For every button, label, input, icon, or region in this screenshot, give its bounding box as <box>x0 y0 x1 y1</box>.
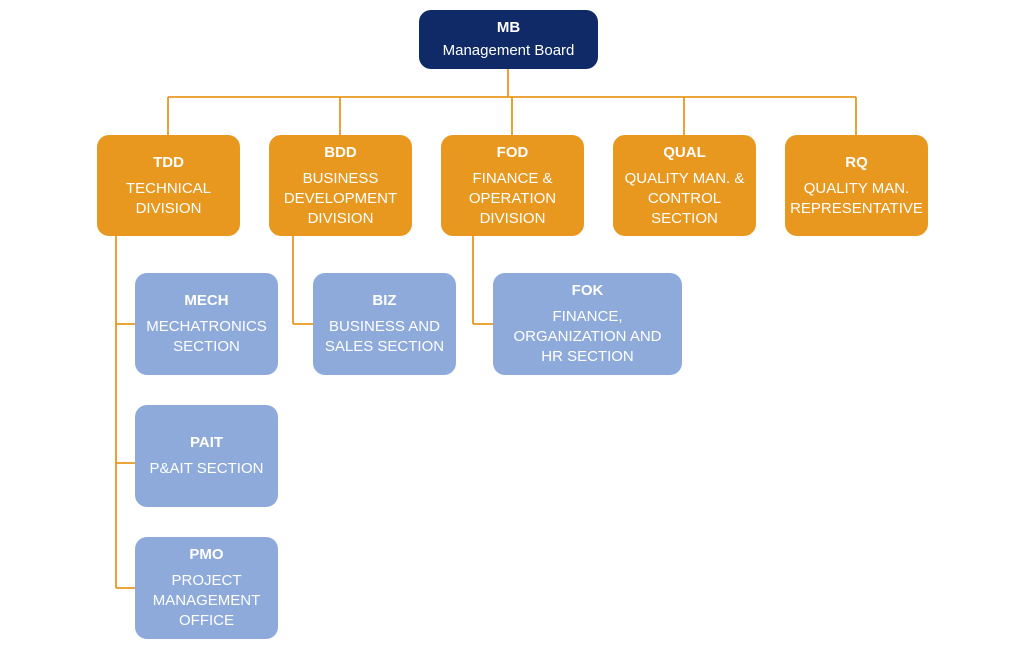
node-name: PROJECT MANAGEMENT OFFICE <box>152 572 261 629</box>
node-name: MECHATRONICS SECTION <box>146 318 267 355</box>
node-name: FINANCE & OPERATION DIVISION <box>468 169 557 227</box>
node-code: TDD <box>153 153 184 171</box>
node-mb: MB Management Board <box>419 10 598 69</box>
node-tdd: TDD TECHNICAL DIVISION <box>97 135 240 236</box>
node-bdd: BDD BUSINESS DEVELOPMENT DIVISION <box>269 135 412 236</box>
node-code: PAIT <box>189 434 224 451</box>
node-code: FOK <box>571 282 604 299</box>
node-name: TECHNICAL DIVISION <box>125 179 211 217</box>
node-name: P&AIT SECTION <box>149 460 264 477</box>
node-name: BUSINESS DEVELOPMENT DIVISION <box>283 169 398 227</box>
node-biz: BIZ BUSINESS AND SALES SECTION <box>313 273 456 375</box>
node-code: MECH <box>184 292 229 309</box>
node-rq: RQ QUALITY MAN. REPRESENTATIVE <box>785 135 928 236</box>
node-name: FINANCE, ORGANIZATION AND HR SECTION <box>513 308 662 365</box>
node-name: QUALITY MAN. REPRESENTATIVE <box>790 179 923 217</box>
node-code: RQ <box>845 153 868 171</box>
node-fod: FOD FINANCE & OPERATION DIVISION <box>441 135 584 236</box>
node-name: BUSINESS AND SALES SECTION <box>324 318 445 355</box>
node-mech: MECH MECHATRONICS SECTION <box>135 273 278 375</box>
node-qual: QUAL QUALITY MAN. & CONTROL SECTION <box>613 135 756 236</box>
node-pmo: PMO PROJECT MANAGEMENT OFFICE <box>135 537 278 639</box>
node-code: FOD <box>496 143 529 161</box>
node-code: QUAL <box>663 143 706 161</box>
node-code: PMO <box>189 546 224 563</box>
node-code: BIZ <box>372 292 397 309</box>
node-name: Management Board <box>442 42 575 59</box>
node-code: BDD <box>324 143 357 161</box>
node-name: QUALITY MAN. & CONTROL SECTION <box>624 169 745 227</box>
node-pait: PAIT P&AIT SECTION <box>135 405 278 507</box>
node-fok: FOK FINANCE, ORGANIZATION AND HR SECTION <box>493 273 682 375</box>
node-code: MB <box>496 19 521 36</box>
